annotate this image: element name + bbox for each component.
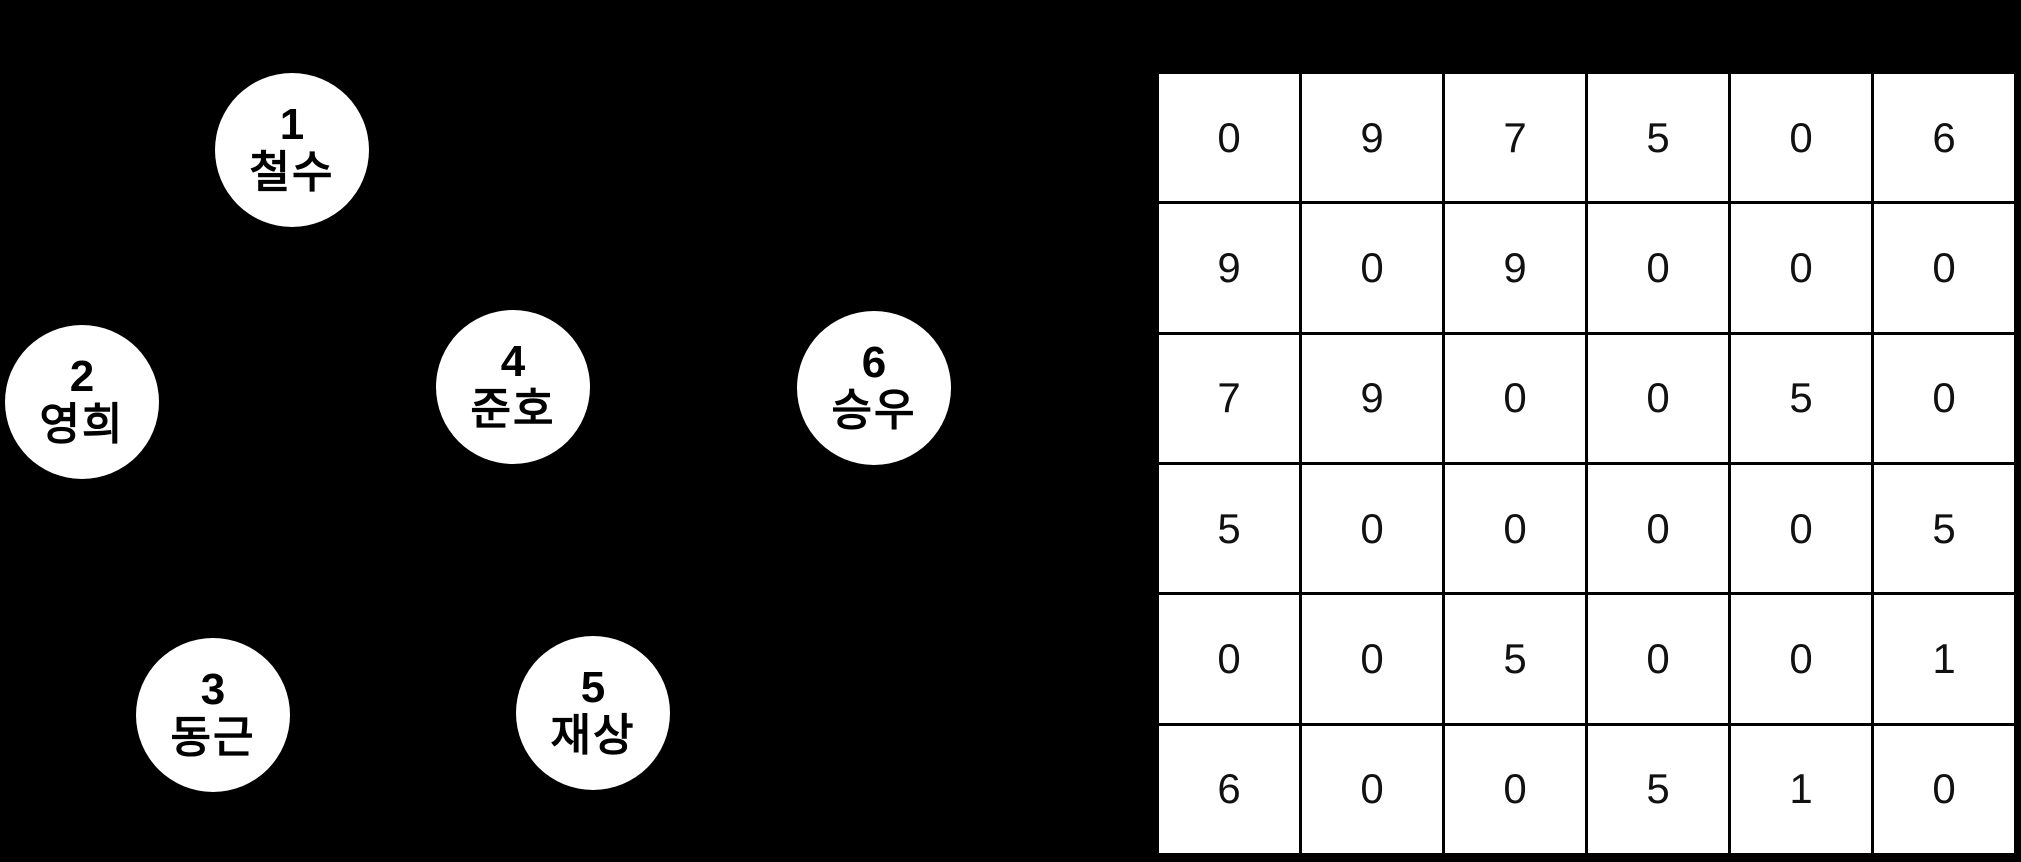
matrix-cell-r5c6: 1 bbox=[1874, 595, 2014, 723]
matrix-cell-r4c6: 5 bbox=[1874, 465, 2014, 593]
node-number: 5 bbox=[580, 663, 606, 712]
node-name: 승우 bbox=[831, 386, 917, 435]
node-name: 영희 bbox=[39, 400, 125, 449]
matrix-cell-r1c2: 9 bbox=[1302, 74, 1442, 202]
matrix-cell-r6c3: 0 bbox=[1445, 725, 1585, 853]
node-number: 4 bbox=[500, 337, 526, 386]
matrix-cell-r1c3: 7 bbox=[1445, 74, 1585, 202]
matrix-cell-r3c2: 9 bbox=[1302, 334, 1442, 462]
node-number: 6 bbox=[861, 338, 887, 387]
matrix-cell-r2c6: 0 bbox=[1874, 204, 2014, 332]
node-name: 철수 bbox=[249, 148, 335, 197]
matrix-cell-r3c6: 0 bbox=[1874, 334, 2014, 462]
matrix-cell-r2c4: 0 bbox=[1588, 204, 1728, 332]
matrix-cell-r5c3: 5 bbox=[1445, 595, 1585, 723]
matrix-cell-r6c4: 5 bbox=[1588, 725, 1728, 853]
matrix-cell-r3c1: 7 bbox=[1159, 334, 1299, 462]
matrix-cell-r2c5: 0 bbox=[1731, 204, 1871, 332]
node-name: 재상 bbox=[550, 711, 636, 760]
matrix-cell-r5c4: 0 bbox=[1588, 595, 1728, 723]
matrix-cell-r1c5: 0 bbox=[1731, 74, 1871, 202]
matrix-cell-r5c5: 0 bbox=[1731, 595, 1871, 723]
matrix-cell-r2c3: 9 bbox=[1445, 204, 1585, 332]
matrix-cell-r5c1: 0 bbox=[1159, 595, 1299, 723]
node-number: 3 bbox=[200, 665, 226, 714]
matrix-cell-r4c1: 5 bbox=[1159, 465, 1299, 593]
matrix-cell-r5c2: 0 bbox=[1302, 595, 1442, 723]
matrix-cell-r4c3: 0 bbox=[1445, 465, 1585, 593]
matrix-cell-r3c3: 0 bbox=[1445, 334, 1585, 462]
node-number: 1 bbox=[279, 100, 305, 149]
matrix-cell-r6c1: 6 bbox=[1159, 725, 1299, 853]
matrix-cell-r4c5: 0 bbox=[1731, 465, 1871, 593]
matrix-cell-r3c4: 0 bbox=[1588, 334, 1728, 462]
matrix-cell-r1c4: 5 bbox=[1588, 74, 1728, 202]
matrix-cell-r3c5: 5 bbox=[1731, 334, 1871, 462]
matrix-cell-r4c2: 0 bbox=[1302, 465, 1442, 593]
matrix-cell-r2c2: 0 bbox=[1302, 204, 1442, 332]
matrix-cell-r6c5: 1 bbox=[1731, 725, 1871, 853]
matrix-cell-r4c4: 0 bbox=[1588, 465, 1728, 593]
matrix-cell-r1c6: 6 bbox=[1874, 74, 2014, 202]
matrix-cell-r2c1: 9 bbox=[1159, 204, 1299, 332]
node-number: 2 bbox=[69, 352, 95, 401]
matrix-cell-r1c1: 0 bbox=[1159, 74, 1299, 202]
node-name: 준호 bbox=[470, 385, 556, 434]
node-name: 동근 bbox=[170, 713, 256, 762]
matrix-cell-r6c6: 0 bbox=[1874, 725, 2014, 853]
matrix-cell-r6c2: 0 bbox=[1302, 725, 1442, 853]
